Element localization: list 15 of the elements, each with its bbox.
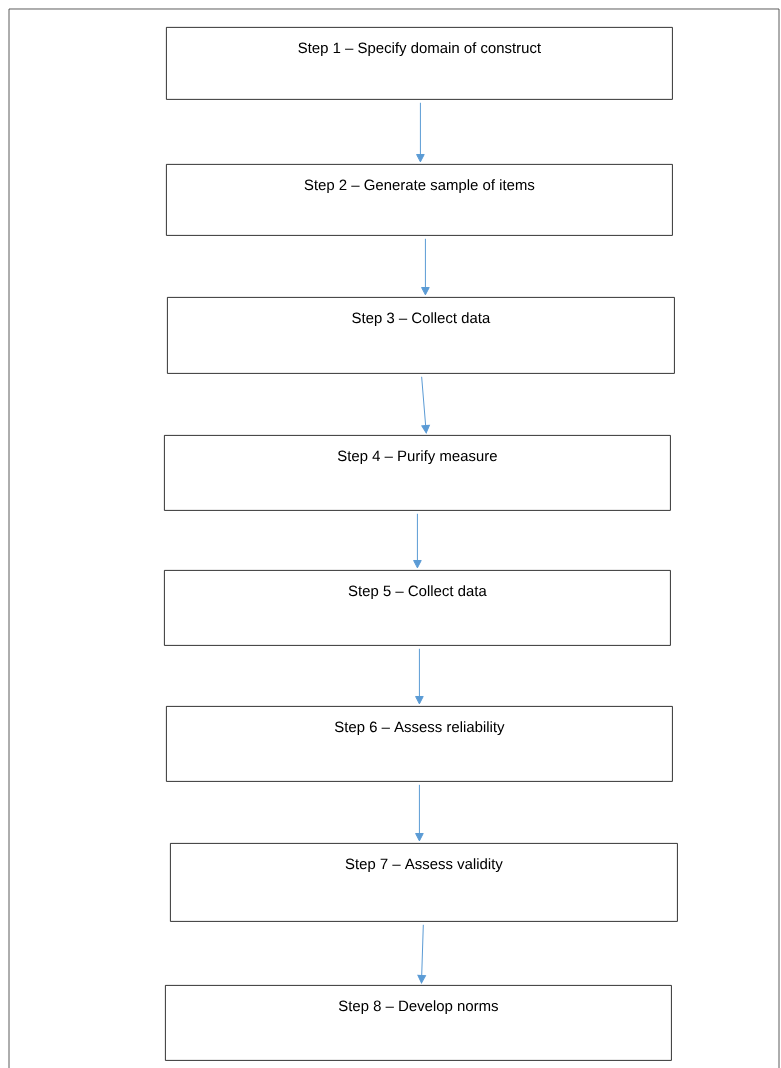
process-box: Step 4 – Purify measure: [164, 435, 671, 511]
arrow: [417, 924, 426, 984]
process-box: Step 2 – Generate sample of items: [166, 164, 673, 236]
arrow: [413, 513, 422, 569]
process-box: Step 5 – Collect data: [164, 570, 671, 646]
arrow: [416, 102, 425, 163]
process-box: Step 7 – Assess validity: [170, 843, 678, 922]
process-box: Step 1 – Specify domain of construct: [166, 27, 673, 100]
process-box: Step 3 – Collect data: [167, 297, 675, 374]
arrow: [421, 238, 430, 296]
arrow: [415, 648, 424, 705]
process-box: Step 6 – Assess reliability: [166, 706, 673, 782]
arrow: [421, 376, 430, 434]
process-box: Step 8 – Develop norms: [165, 985, 672, 1061]
arrow: [415, 784, 424, 842]
